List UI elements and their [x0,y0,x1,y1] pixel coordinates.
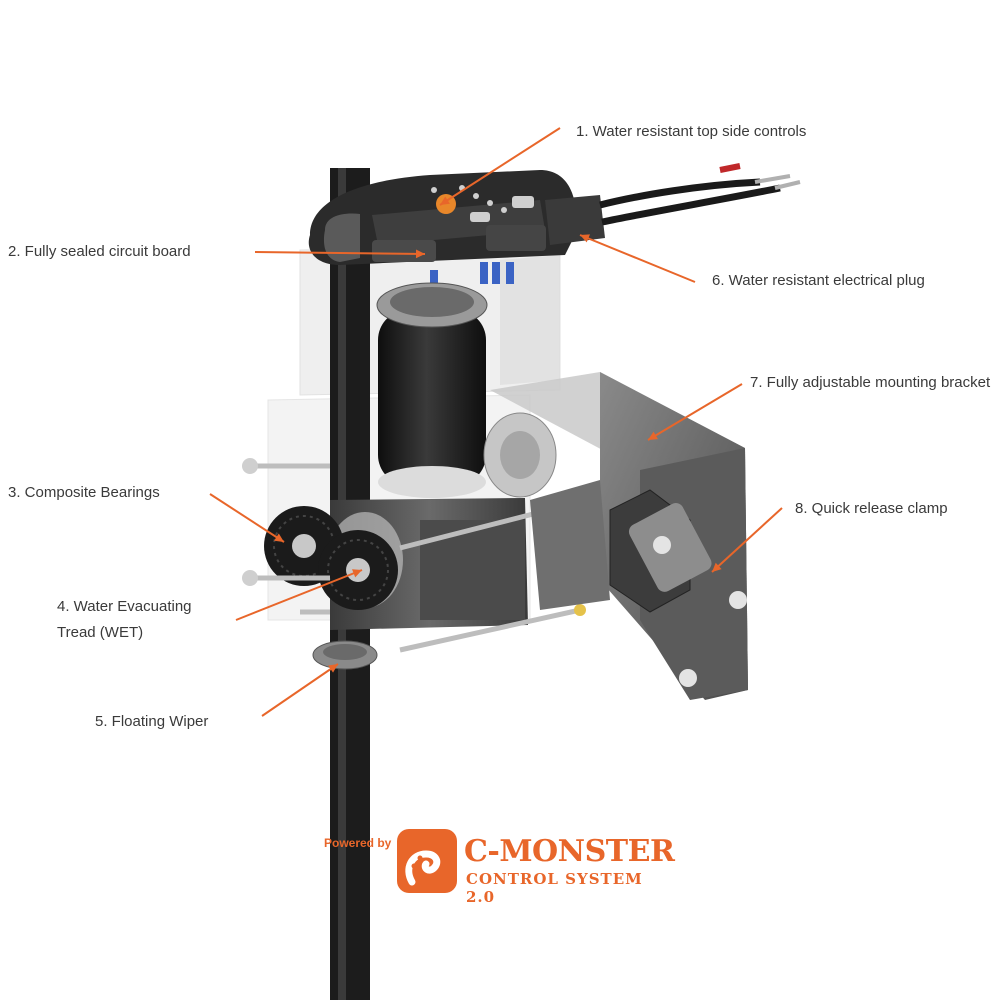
callout-5-label: 5. Floating Wiper [95,713,209,730]
callout-arrowhead-6 [580,234,590,243]
callout-7-label: 7. Fully adjustable mounting bracket [750,374,991,391]
bevel-gear [483,412,557,498]
callout-arrow-4 [235,569,363,621]
callout-arrow-8 [711,507,783,573]
tentacle-logo-icon [397,829,457,893]
control-head [308,170,577,265]
callout-arrow-3 [209,493,285,543]
brand-name: C-MONSTER [464,834,675,869]
electrical-plug [545,163,801,245]
callout-arrowhead-8 [712,562,722,572]
powered-by-text: Powered by [324,836,392,850]
callout-1-label: 1. Water resistant top side controls [576,123,807,140]
callout-arrow-6 [579,234,696,283]
callout-arrow-1 [439,127,561,206]
callout-arrowhead-4 [352,569,362,578]
callout-arrows [209,127,783,717]
dc-motor [376,282,488,498]
callout-3-label: 3. Composite Bearings [8,484,160,501]
quick-release-clamp [609,489,747,687]
callout-arrowhead-3 [274,533,284,542]
callout-arrow-7 [647,383,743,441]
callout-arrowhead-7 [648,431,658,440]
callout-6-label: 6. Water resistant electrical plug [712,272,925,289]
callout-2-label: 2. Fully sealed circuit board [8,243,191,260]
c-monster-logo: Powered by C-MONSTER CONTROL SYSTEM 2.0 [318,828,678,906]
callout-arrow-2 [254,251,426,255]
callout-arrowhead-1 [440,196,450,205]
brand-subtitle: CONTROL SYSTEM 2.0 [466,870,643,906]
callout-arrow-5 [261,663,339,717]
floating-wiper [312,640,378,670]
callout-8-label: 8. Quick release clamp [795,500,948,517]
callout-arrowhead-2 [415,249,425,259]
callout-arrowhead-5 [328,664,338,673]
callout-4-label: 4. Water Evacuating Tread (WET) [57,598,192,641]
circuit-connectors [430,262,514,292]
